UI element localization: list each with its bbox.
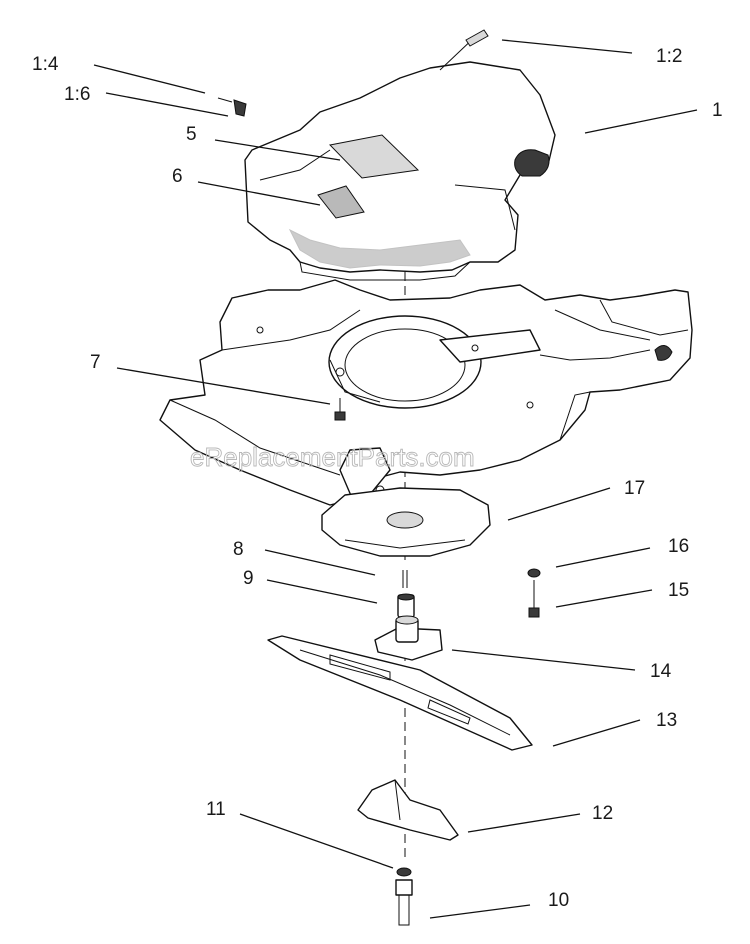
- fastener-part-1-4-1-6: [217, 97, 247, 117]
- bolt-part-7: [334, 398, 346, 421]
- decal-part-5: [328, 134, 420, 179]
- nut-part-16: [527, 568, 541, 578]
- callout-16: 16: [668, 536, 689, 557]
- callout-14: 14: [650, 661, 672, 682]
- callout-1-4: 1:4: [32, 54, 59, 75]
- deflector-part-12: [357, 779, 459, 841]
- blade-part-13: [267, 635, 533, 751]
- callout-9: 9: [243, 568, 254, 589]
- callout-12: 12: [592, 803, 613, 824]
- mower-deck: [159, 279, 693, 506]
- callout-1: 1: [712, 100, 723, 121]
- plate-part-17: [321, 487, 491, 557]
- callout-7: 7: [90, 352, 101, 373]
- callout-13: 13: [656, 710, 677, 731]
- adapter-part-14: [374, 615, 443, 661]
- decal-part-6: [317, 185, 365, 219]
- watermark: eReplacementParts.com: [190, 442, 475, 472]
- bolt-part-15: [528, 580, 540, 618]
- pin-part-8: [402, 570, 408, 588]
- callout-1-2: 1:2: [656, 46, 682, 67]
- callout-5: 5: [186, 124, 197, 145]
- callout-labels: 1:4 1:6 5 6 1:2 1 7 17 8 16 9 15 14 13 1…: [32, 46, 723, 911]
- bolt-part-10: [395, 879, 413, 926]
- callout-17: 17: [624, 478, 645, 499]
- callout-15: 15: [668, 580, 689, 601]
- callout-11: 11: [206, 799, 226, 820]
- callout-6: 6: [172, 166, 183, 187]
- callout-10: 10: [548, 890, 569, 911]
- washer-part-11: [396, 867, 412, 877]
- callout-8: 8: [233, 539, 244, 560]
- bushing-part-9: [397, 593, 415, 618]
- leader-lines: [93, 39, 698, 919]
- callout-1-6: 1:6: [64, 84, 90, 105]
